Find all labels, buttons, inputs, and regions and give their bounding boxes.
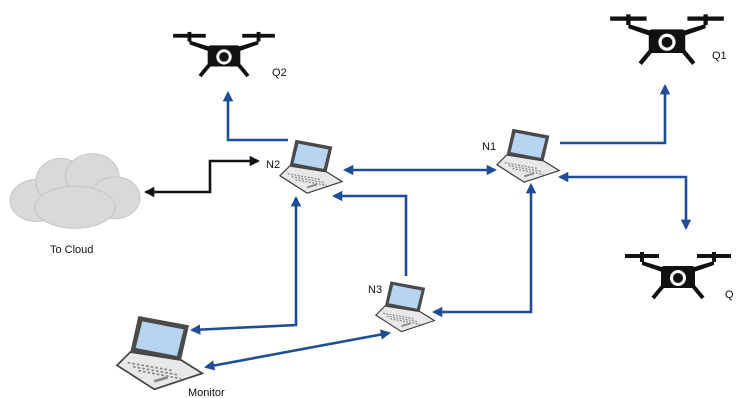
link-n1-q3 (557, 171, 692, 231)
link-n3-n1 (431, 182, 537, 318)
drone-icon (625, 252, 731, 298)
links (143, 83, 692, 371)
link-cloud-n2 (143, 155, 261, 198)
drone-label: Q1 (712, 50, 727, 62)
laptop-icon (278, 138, 344, 195)
drone-q2: Q2 (171, 30, 287, 79)
laptop-label: N3 (368, 284, 382, 296)
laptop-label: N2 (266, 159, 280, 171)
link-monitor-n2 (189, 195, 302, 335)
cloud-node: To Cloud (9, 153, 141, 256)
link-monitor-n3 (203, 329, 392, 371)
link-n2-q2 (222, 90, 288, 142)
laptop-monitor: Monitor (115, 314, 225, 398)
laptop-icon (495, 127, 561, 184)
cloud-icon (9, 153, 141, 229)
drone-label: Q (725, 289, 734, 301)
laptop-icon (374, 280, 436, 333)
laptop-n3: N3 (368, 280, 436, 333)
link-n3-n2 (331, 190, 408, 276)
laptop-n1: N1 (482, 127, 561, 184)
laptop-label: N1 (482, 141, 496, 153)
drone-q3: Q (625, 252, 734, 301)
link-n1-q1 (560, 83, 671, 145)
drone-icon (610, 14, 724, 63)
cloud-label: To Cloud (50, 244, 93, 256)
drone-icon (171, 30, 277, 78)
laptop-icon (115, 314, 204, 391)
drone-q1: Q1 (610, 14, 727, 63)
drone-label: Q2 (272, 67, 287, 79)
laptop-n2: N2 (266, 138, 344, 195)
laptop-label: Monitor (188, 387, 225, 398)
